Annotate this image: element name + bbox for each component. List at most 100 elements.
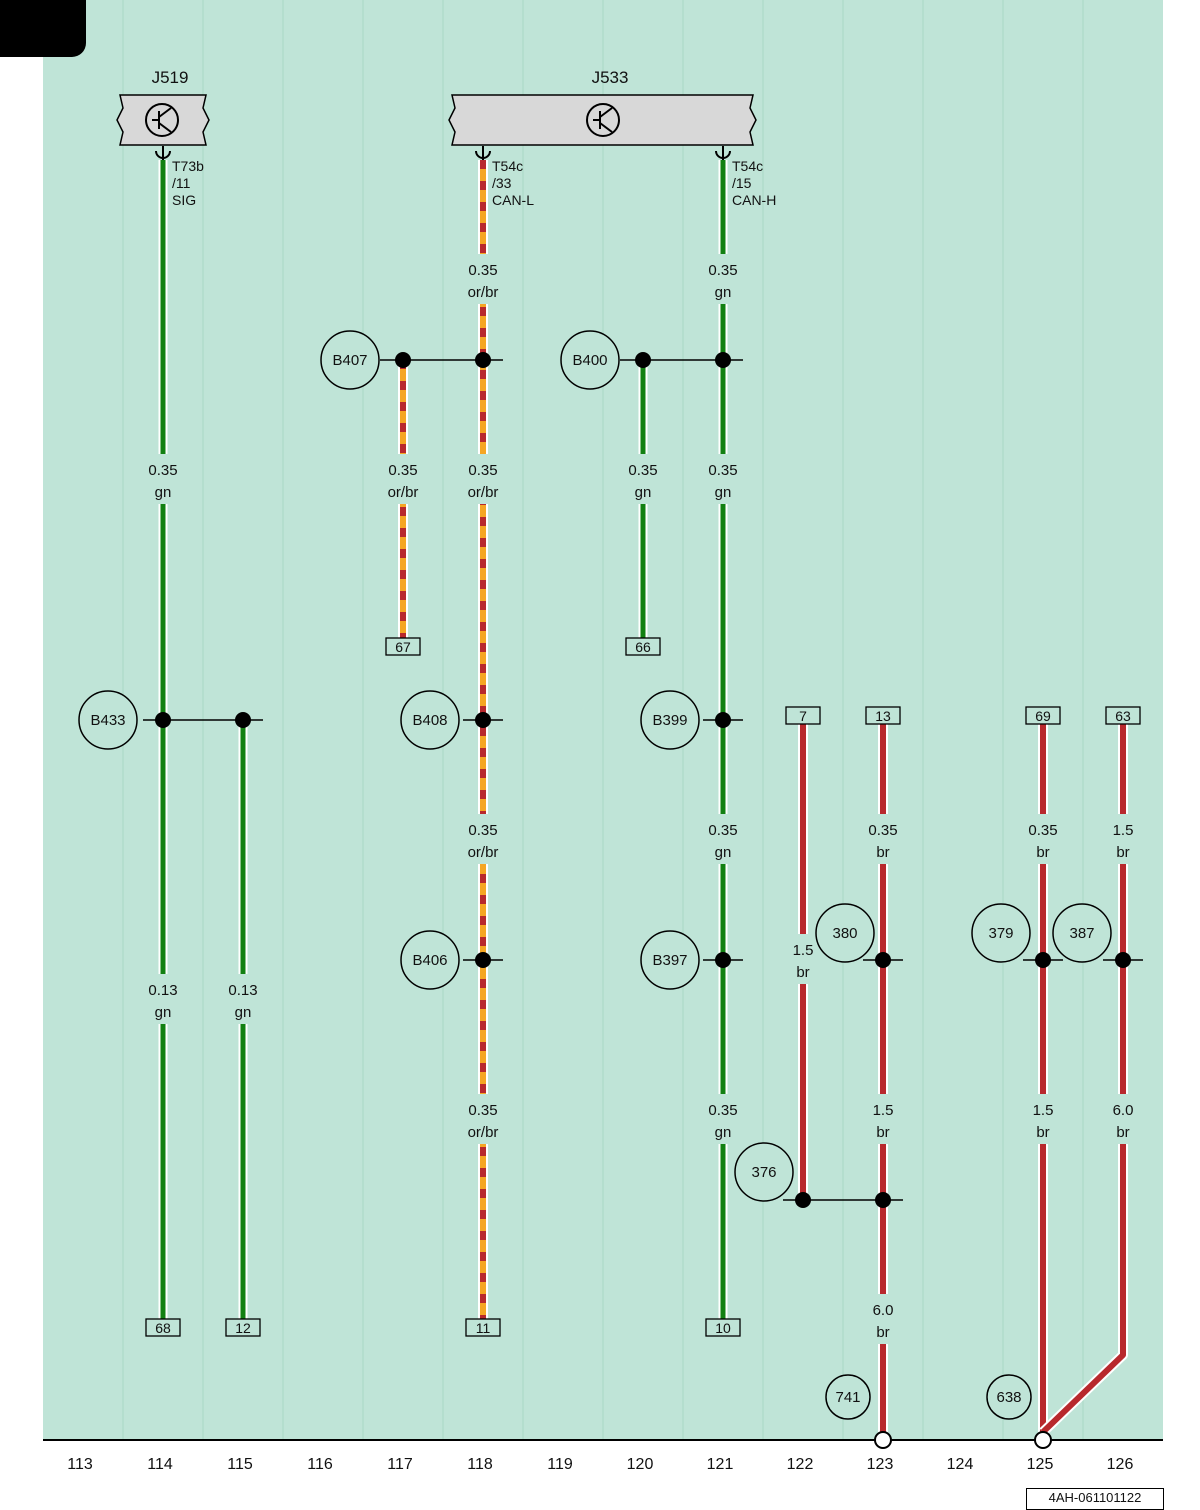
connection-label-b407: B407 — [332, 352, 367, 369]
connection-circle-741 — [825, 1374, 871, 1420]
wire-label-bg — [1021, 814, 1065, 864]
wire-color-label: gn — [715, 844, 732, 861]
wire-label-bg — [861, 1294, 905, 1344]
wire-label-bg — [701, 254, 745, 304]
column-number: 120 — [627, 1456, 654, 1473]
pin-label-can-l: CAN-L — [492, 192, 534, 208]
terminal-ref-label: 10 — [715, 1320, 731, 1336]
wire-size-label: 1.5 — [1113, 822, 1134, 839]
terminal-ref-box — [1105, 706, 1141, 725]
terminal-ref-box — [465, 1318, 501, 1337]
splice-dot — [635, 352, 651, 368]
wire-color-label: or/br — [468, 1124, 499, 1141]
connection-label-b400: B400 — [572, 352, 607, 369]
wire-color-label: br — [1036, 844, 1049, 861]
terminal-ref-label: 68 — [155, 1320, 171, 1336]
wire-size-label: 0.35 — [708, 262, 737, 279]
wire-color-label: gn — [715, 1124, 732, 1141]
wire-size-label: 0.13 — [228, 982, 257, 999]
pin-label-j519: SIG — [172, 192, 196, 208]
wire-label-bg — [701, 1094, 745, 1144]
wire-size-label: 1.5 — [793, 942, 814, 959]
connection-circle-379 — [971, 903, 1031, 963]
component-j519-label: J519 — [152, 68, 189, 87]
wire-label-bg — [461, 254, 505, 304]
connection-label-638: 638 — [996, 1389, 1021, 1406]
terminal-ref-label: 69 — [1035, 708, 1051, 724]
wire-size-label: 0.35 — [708, 1102, 737, 1119]
terminal-ref-label: 12 — [235, 1320, 251, 1336]
wire-color-label: br — [1036, 1124, 1049, 1141]
column-number: 122 — [787, 1456, 814, 1473]
terminal-ref-box — [1025, 706, 1061, 725]
column-number: 121 — [707, 1456, 734, 1473]
wire-color-label: gn — [155, 484, 172, 501]
terminal-ref-box — [705, 1318, 741, 1337]
pin-label-j519: /11 — [172, 175, 191, 191]
connection-label-379: 379 — [988, 925, 1013, 942]
transistor-icon — [586, 103, 620, 137]
wire-size-label: 0.35 — [388, 462, 417, 479]
wire-size-label: 1.5 — [873, 1102, 894, 1119]
pin-label-can-l: /33 — [492, 175, 512, 191]
wire-label-bg — [141, 454, 185, 504]
pin-label-can-h: CAN-H — [732, 192, 776, 208]
wire-color-label: or/br — [468, 484, 499, 501]
connection-label-741: 741 — [835, 1389, 860, 1406]
connection-label-380: 380 — [832, 925, 857, 942]
transistor-icon-emitter — [599, 122, 613, 133]
wire-color-label: br — [796, 964, 809, 981]
wire-label-bg — [461, 814, 505, 864]
pin-label-j519: T73b — [172, 158, 204, 174]
column-number: 114 — [147, 1456, 173, 1473]
wire-color-label: br — [876, 1324, 889, 1341]
column-number: 123 — [867, 1456, 894, 1473]
splice-dot — [715, 952, 731, 968]
terminal-ref-box — [785, 706, 821, 725]
wire-color-label: br — [1116, 1124, 1129, 1141]
wire-size-label: 0.35 — [628, 462, 657, 479]
column-number: 116 — [307, 1456, 333, 1473]
pin-label-can-h: /15 — [732, 175, 752, 191]
wire-126 — [1040, 722, 1126, 1435]
transistor-icon — [145, 103, 179, 137]
connection-label-b433: B433 — [90, 712, 125, 729]
connection-circle-b397 — [640, 930, 700, 990]
wire-size-label: 0.35 — [1028, 822, 1057, 839]
terminal-ref-box — [385, 637, 421, 656]
wire-color-label: br — [1116, 844, 1129, 861]
column-number: 124 — [947, 1456, 974, 1473]
transistor-icon-collector — [599, 107, 613, 118]
wire-label-bg — [381, 454, 425, 504]
wire-size-label: 0.35 — [708, 822, 737, 839]
terminal-ref-label: 7 — [799, 708, 807, 724]
connection-circle-b406 — [400, 930, 460, 990]
splice-dot — [475, 352, 491, 368]
terminal-ref-box — [145, 1318, 181, 1337]
connection-circle-b433 — [78, 690, 138, 750]
terminal-ref-label: 11 — [476, 1320, 491, 1336]
connection-label-b408: B408 — [412, 712, 447, 729]
splice-dot — [475, 952, 491, 968]
column-number: 118 — [467, 1456, 493, 1473]
wire-color-label: gn — [235, 1004, 252, 1021]
wire-label-bg — [141, 974, 185, 1024]
terminal-ref-label: 13 — [875, 708, 891, 724]
wire-label-bg — [621, 454, 665, 504]
splice-dot — [1035, 952, 1051, 968]
wire-label-bg — [1021, 1094, 1065, 1144]
connection-label-b397: B397 — [652, 952, 687, 969]
column-number: 119 — [547, 1456, 573, 1473]
wire-color-label: br — [876, 1124, 889, 1141]
column-number: 117 — [387, 1456, 413, 1473]
column-number: 126 — [1107, 1456, 1134, 1473]
wire-label-bg — [701, 454, 745, 504]
connection-circle-b399 — [640, 690, 700, 750]
wire-size-label: 0.35 — [708, 462, 737, 479]
wire-label-bg — [1101, 814, 1145, 864]
column-number: 125 — [1027, 1456, 1054, 1473]
terminal-ref-label: 66 — [635, 639, 651, 655]
splice-dot — [795, 1192, 811, 1208]
column-number: 113 — [67, 1456, 93, 1473]
terminal-ref-label: 67 — [395, 639, 411, 655]
